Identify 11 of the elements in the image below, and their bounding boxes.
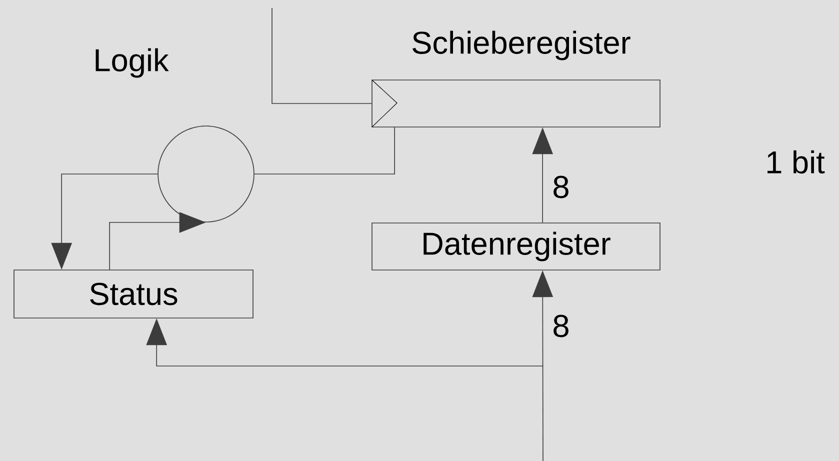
shift-register-box: Schieberegister xyxy=(372,30,660,128)
node-label: Schieberegister xyxy=(412,30,630,60)
text-label: 1 bit xyxy=(768,150,825,174)
connector-line xyxy=(272,8,372,104)
logic-circle xyxy=(158,126,254,222)
edge-label: 8 xyxy=(554,314,568,338)
data-register-box: Datenregister xyxy=(372,222,660,270)
status-box: Status xyxy=(14,270,254,318)
edge-label: 8 xyxy=(554,176,568,198)
text-label: Logik xyxy=(96,48,169,78)
connector-line xyxy=(254,127,395,174)
